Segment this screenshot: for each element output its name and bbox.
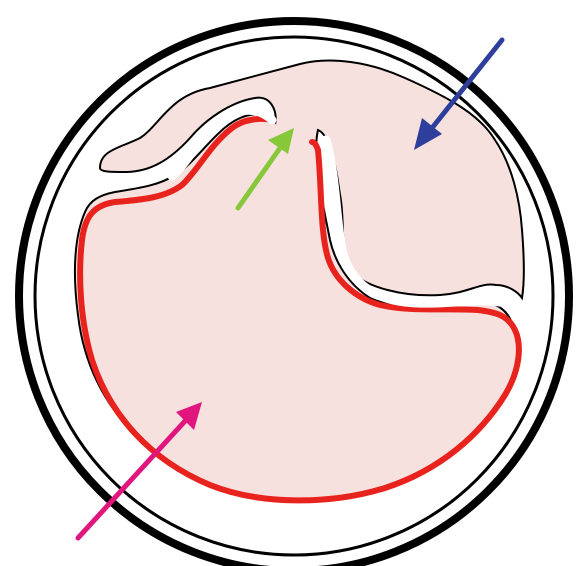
diagram-stage: [0, 0, 578, 566]
circle-diagram: [0, 0, 578, 566]
